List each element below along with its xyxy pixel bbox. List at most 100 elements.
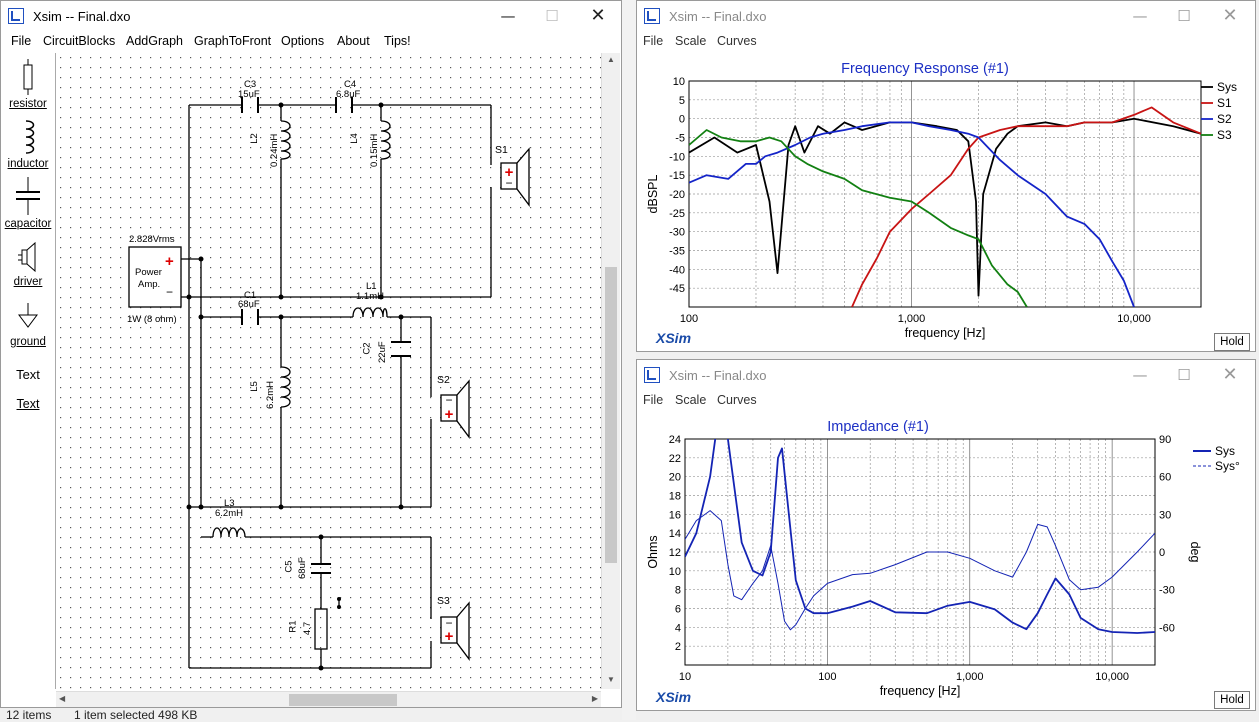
tool-driver[interactable]: driver [1, 241, 55, 288]
minimize-icon[interactable]: — [1132, 366, 1148, 384]
series-line-sys [685, 510, 1155, 631]
r1-ref: R1 [287, 620, 299, 633]
series-line-s3 [689, 129, 1028, 307]
x-tick-label: 10 [679, 671, 691, 683]
menu-circuitblocks[interactable]: CircuitBlocks [43, 34, 116, 48]
imp-menu-file[interactable]: File [643, 393, 664, 407]
imp-title-bar[interactable]: Xsim -- Final.dxo — ☐ ✕ [637, 360, 1255, 390]
x-tick-label: 10,000 [1117, 313, 1151, 325]
plot-area [685, 439, 1155, 665]
y2-tick-label: -30 [1159, 585, 1175, 597]
menu-graphtofront[interactable]: GraphToFront [194, 34, 272, 48]
menu-addgraph[interactable]: AddGraph [126, 34, 183, 48]
scroll-left-icon[interactable]: ◀ [59, 694, 66, 703]
maximize-icon[interactable]: ☐ [545, 7, 559, 25]
tool-text-link[interactable]: Text [1, 397, 55, 411]
scroll-thumb-vertical[interactable] [605, 267, 617, 563]
horizontal-scrollbar[interactable]: ◀ ▶ [56, 691, 601, 707]
s2-ref: S2 [437, 374, 450, 386]
main-window: Xsim -- Final.dxo — ☐ ✕ File CircuitBloc… [0, 0, 622, 708]
c3-ref: C3 [244, 79, 257, 90]
y-tick-label: 12 [669, 547, 681, 559]
x-tick-label: 1,000 [956, 671, 984, 683]
minimize-icon[interactable]: — [1132, 7, 1148, 25]
tool-capacitor[interactable]: capacitor [1, 177, 55, 230]
tool-ground[interactable]: ground [1, 303, 55, 348]
schematic-canvas[interactable]: + − − + − + 2.828Vrms Power Amp. + − 1 [56, 53, 601, 691]
y2-tick-label: 90 [1159, 434, 1171, 446]
tool-label: Text [16, 397, 40, 411]
scroll-down-icon[interactable]: ▼ [607, 675, 615, 684]
maximize-icon[interactable]: ☐ [1177, 366, 1191, 384]
xsim-logo: XSim [656, 330, 692, 346]
speaker-s1[interactable]: + − [500, 147, 530, 207]
fr-title-bar[interactable]: Xsim -- Final.dxo — ☐ ✕ [637, 1, 1255, 31]
tool-label: inductor [7, 158, 49, 170]
y-tick-label: -15 [669, 170, 685, 182]
y-tick-label: 14 [669, 528, 681, 540]
menu-about[interactable]: About [337, 34, 370, 48]
y-tick-label: 8 [675, 585, 681, 597]
y-tick-label: 18 [669, 491, 681, 503]
legend-label: S3 [1217, 128, 1232, 142]
scroll-right-icon[interactable]: ▶ [591, 694, 598, 703]
menu-file[interactable]: File [11, 34, 32, 48]
tool-text[interactable]: Text [1, 367, 55, 382]
maximize-icon[interactable]: ☐ [1177, 7, 1191, 25]
svg-text:−: − [445, 616, 452, 630]
y-tick-label: 20 [669, 472, 681, 484]
legend-label: Sys [1215, 444, 1235, 458]
y-tick-label: -35 [669, 246, 685, 258]
close-icon[interactable]: ✕ [1222, 5, 1238, 26]
imp-hold-button[interactable]: Hold [1214, 691, 1250, 709]
chart-title: Impedance (#1) [827, 419, 929, 435]
frequency-response-window: Xsim -- Final.dxo — ☐ ✕ File Scale Curve… [636, 0, 1256, 352]
plot-frame [684, 438, 1156, 666]
y-tick-label: -30 [669, 227, 685, 239]
y-tick-label: 2 [675, 641, 681, 653]
fr-menu-file[interactable]: File [643, 34, 664, 48]
imp-window-title: Xsim -- Final.dxo [669, 368, 767, 383]
l1-ref: L1 [366, 281, 377, 292]
tool-text-sample: Text [16, 367, 40, 382]
r1-value: 4.7 [302, 621, 314, 636]
y-axis-label: Ohms [646, 535, 660, 568]
y-tick-label: -20 [669, 189, 685, 201]
speaker-s3[interactable]: − + [440, 601, 470, 661]
close-icon[interactable]: ✕ [590, 5, 606, 26]
scroll-up-icon[interactable]: ▲ [607, 55, 615, 64]
imp-menu-curves[interactable]: Curves [717, 393, 757, 407]
schematic-drawing: + − − + − + [56, 53, 601, 691]
y-axis-label: dBSPL [646, 174, 660, 213]
imp-menu-scale[interactable]: Scale [675, 393, 707, 407]
fr-hold-button[interactable]: Hold [1214, 333, 1250, 351]
inductor-icon [25, 120, 35, 154]
vertical-scrollbar[interactable]: ▲ ▼ [601, 53, 620, 689]
y-tick-label: -45 [669, 283, 685, 295]
l4-ref: L4 [348, 133, 360, 144]
amp-power: 1W (8 ohm) [127, 314, 177, 325]
y-tick-label: 6 [675, 604, 681, 616]
legend-label: Sys° [1215, 459, 1240, 473]
y-tick-label: 22 [669, 453, 681, 465]
minimize-icon[interactable]: — [500, 7, 516, 25]
fr-menu-scale[interactable]: Scale [675, 34, 707, 48]
tool-resistor[interactable]: resistor [1, 59, 55, 110]
c1-ref: C1 [244, 290, 257, 301]
component-toolbox: resistor inductor capacitor driver groun… [1, 53, 56, 689]
desktop-background [622, 0, 636, 720]
fr-menu-curves[interactable]: Curves [717, 34, 757, 48]
scroll-thumb-horizontal[interactable] [289, 694, 397, 706]
tool-inductor[interactable]: inductor [1, 119, 55, 170]
close-icon[interactable]: ✕ [1222, 364, 1238, 385]
l3-value: 6.2mH [215, 508, 243, 519]
menu-options[interactable]: Options [281, 34, 325, 48]
menu-tips[interactable]: Tips! [384, 34, 411, 48]
svg-text:−: − [445, 393, 452, 407]
c2-ref: C2 [361, 342, 373, 355]
title-bar[interactable]: Xsim -- Final.dxo — ☐ ✕ [1, 1, 621, 31]
speaker-s2[interactable]: − + [440, 379, 470, 439]
series-line-s2 [689, 121, 1135, 307]
